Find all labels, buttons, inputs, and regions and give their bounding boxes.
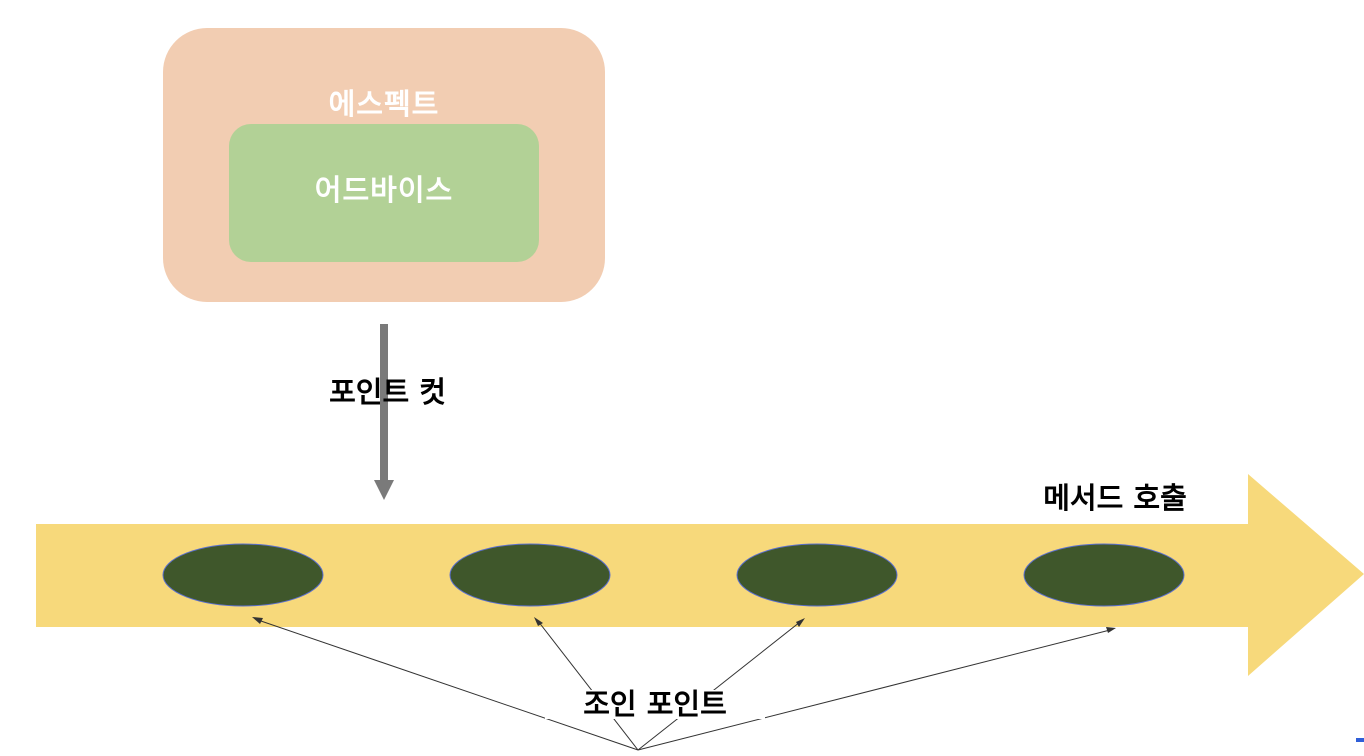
- advice-label: 어드바이스: [314, 173, 454, 207]
- join-point-link-2-head: [534, 617, 543, 626]
- join-point-3: [736, 543, 898, 607]
- join-point-link-1-head: [252, 617, 263, 624]
- pointcut-label: 포인트 컷: [329, 375, 446, 409]
- join-point-1: [162, 543, 324, 607]
- join-point-label: 조인 포인트: [545, 690, 765, 719]
- join-point-link-4: [637, 629, 1111, 751]
- join-point-link-3-head: [796, 618, 805, 627]
- pointcut-arrow-head: [374, 480, 394, 500]
- join-point-2: [449, 543, 611, 607]
- corner-marker: [1356, 738, 1364, 742]
- aspect-label: 에스펙트: [328, 87, 440, 121]
- join-point-link-3: [637, 621, 801, 751]
- join-point-4: [1023, 543, 1185, 607]
- method-call-label: 메서드 호출: [1043, 481, 1187, 515]
- advice-box: 어드바이스: [229, 124, 539, 262]
- join-point-link-1: [257, 619, 639, 751]
- method-call-arrow: [36, 474, 1364, 676]
- join-point-link-2: [537, 620, 639, 751]
- join-point-link-4-head: [1106, 627, 1116, 633]
